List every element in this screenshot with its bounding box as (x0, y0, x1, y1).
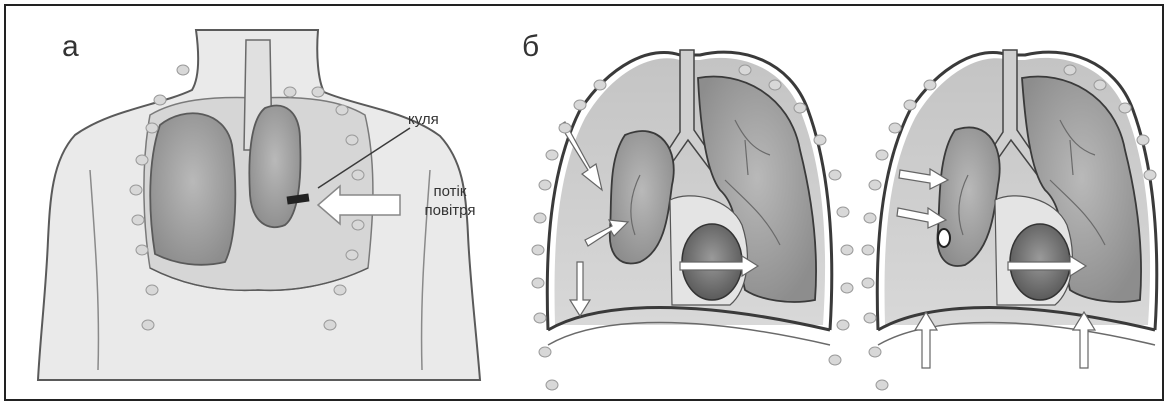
panel-b-right-chest (862, 50, 1157, 390)
airflow-label-line1: потік (410, 182, 490, 201)
bullet-label: куля (408, 110, 439, 129)
panel-b-label: б (522, 30, 539, 64)
panel-a-label: а (62, 30, 79, 64)
airflow-label-line2: повітря (410, 201, 490, 220)
panel-b-left-chest (532, 50, 853, 390)
airflow-label: потік повітря (410, 182, 490, 220)
